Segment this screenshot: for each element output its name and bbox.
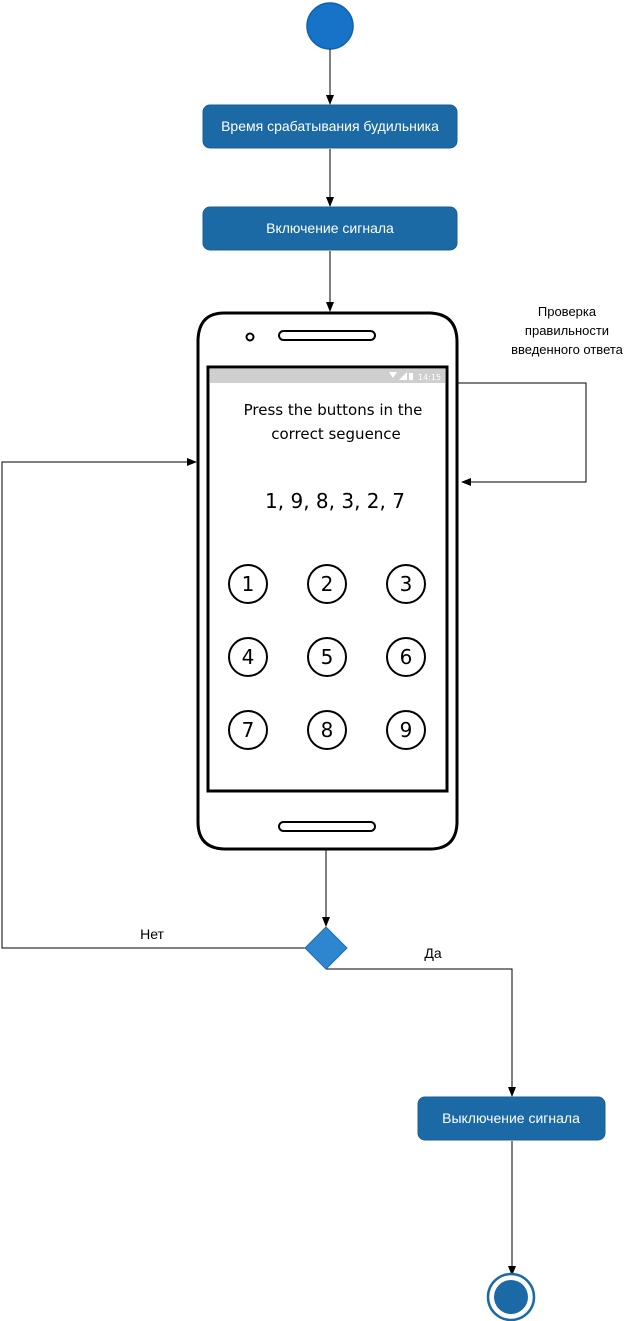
- key-5[interactable]: 5: [307, 637, 347, 677]
- node-signal-on-label: Включение сигнала: [266, 220, 394, 236]
- phone-home-bar: [278, 821, 376, 832]
- key-3-label: 3: [400, 572, 413, 596]
- phone-mockup: 14:15 Press the buttons in the correct s…: [196, 311, 459, 851]
- node-signal-on: Включение сигнала: [202, 206, 458, 251]
- node-signal-off: Выключение сигнала: [417, 1096, 606, 1141]
- note-line-2: правильности: [525, 323, 609, 338]
- node-alarm-time: Время срабатывания будильника: [202, 104, 458, 149]
- phone-sequence: 1, 9, 8, 3, 2, 7: [265, 489, 405, 513]
- status-time: 14:15: [418, 373, 441, 382]
- key-6-label: 6: [400, 645, 413, 669]
- battery-icon: [409, 373, 413, 380]
- edge-label-no: Нет: [140, 926, 164, 942]
- signal-icon: [399, 372, 407, 380]
- phone-camera: [245, 332, 255, 342]
- node-alarm-time-label: Время срабатывания будильника: [221, 118, 439, 134]
- key-2-label: 2: [321, 572, 334, 596]
- note-line-3: введенного ответа: [511, 342, 624, 357]
- key-1-label: 1: [242, 572, 255, 596]
- wifi-icon: [389, 372, 397, 378]
- key-9-label: 9: [400, 718, 413, 742]
- start-node: [306, 2, 354, 50]
- phone-title-line-2: correct seguence: [271, 425, 401, 443]
- key-6[interactable]: 6: [386, 637, 426, 677]
- key-7[interactable]: 7: [228, 710, 268, 750]
- key-4[interactable]: 4: [228, 637, 268, 677]
- phone-status-bar: [210, 369, 445, 383]
- edge-label-yes: Да: [424, 945, 441, 961]
- key-4-label: 4: [242, 645, 255, 669]
- decision-node: [304, 926, 348, 970]
- phone-title-line-1: Press the buttons in the: [244, 401, 423, 419]
- keypad: 1 2 3 4 5 6 7 8 9: [228, 564, 426, 750]
- node-signal-off-label: Выключение сигнала: [442, 1110, 580, 1126]
- key-8[interactable]: 8: [307, 710, 347, 750]
- key-7-label: 7: [242, 718, 255, 742]
- key-5-label: 5: [321, 645, 334, 669]
- note-line-1: Проверка: [538, 304, 597, 319]
- key-9[interactable]: 9: [386, 710, 426, 750]
- key-3[interactable]: 3: [386, 564, 426, 604]
- key-1[interactable]: 1: [228, 564, 268, 604]
- phone-speaker: [278, 330, 376, 341]
- edge-no-loop: [1, 458, 305, 949]
- key-8-label: 8: [321, 718, 334, 742]
- key-2[interactable]: 2: [307, 564, 347, 604]
- end-node: [486, 1272, 536, 1321]
- edge-check-loop: [457, 382, 587, 486]
- edge-yes: [326, 968, 516, 1097]
- note-check-answer: Проверка правильности введенного ответа: [511, 304, 624, 357]
